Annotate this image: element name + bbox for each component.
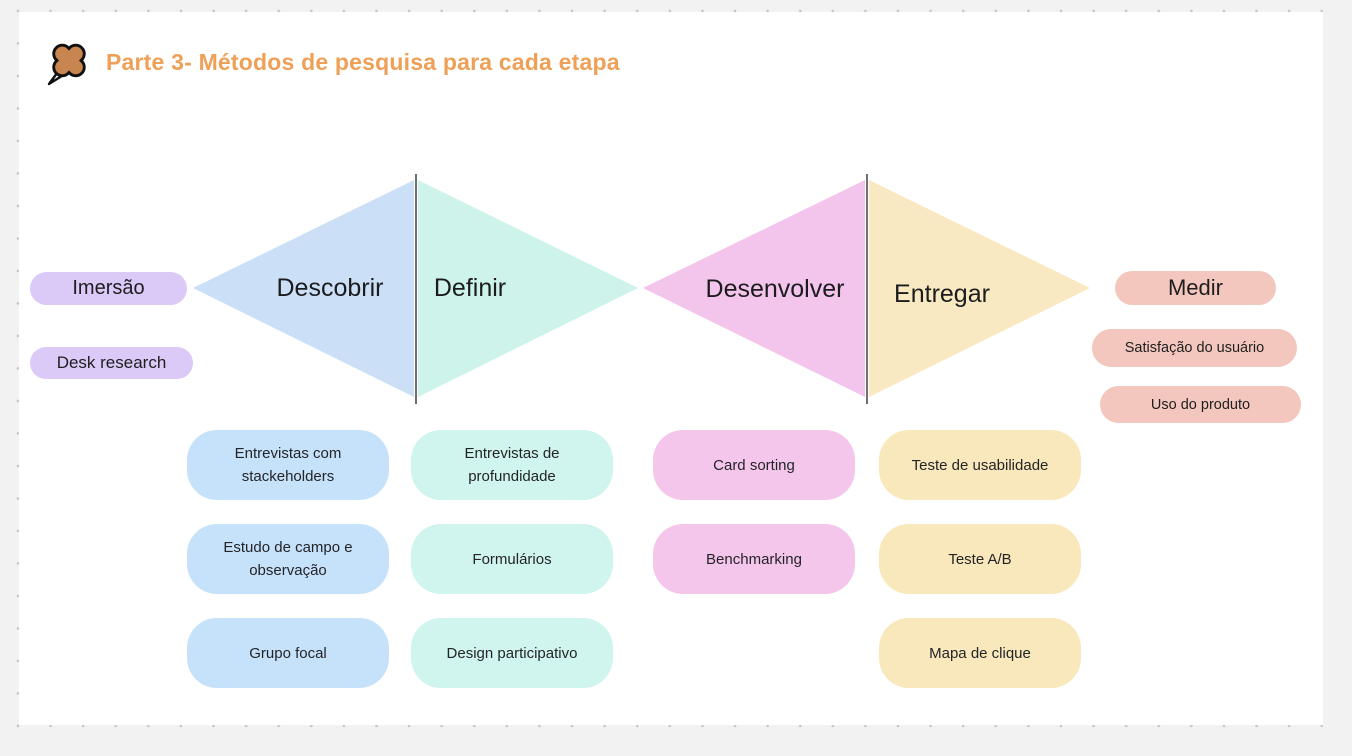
- method-card[interactable]: Entrevistas de profundidade: [411, 430, 613, 500]
- method-card[interactable]: Estudo de campo e observação: [187, 524, 389, 594]
- method-card[interactable]: Entrevistas com stackeholders: [187, 430, 389, 500]
- board-header: Parte 3- Métodos de pesquisa para cada e…: [44, 36, 620, 88]
- method-card[interactable]: Grupo focal: [187, 618, 389, 688]
- method-card-label: Design participativo: [446, 644, 578, 662]
- phase-label-descobrir: Descobrir: [276, 274, 384, 302]
- pushpin-icon: [47, 43, 86, 86]
- tag-imersao[interactable]: Imersão: [30, 272, 187, 305]
- triangle-entregar[interactable]: [869, 180, 1090, 397]
- method-card-label: Teste A/B: [948, 550, 1012, 568]
- diamond-develop-deliver[interactable]: [643, 174, 1090, 404]
- diamond-discover-define[interactable]: [193, 174, 639, 404]
- method-card-label: Grupo focal: [249, 644, 327, 662]
- method-card[interactable]: Teste A/B: [879, 524, 1081, 594]
- phase-label-desenvolver: Desenvolver: [705, 275, 845, 303]
- method-card-label: Benchmarking: [706, 550, 802, 568]
- triangle-desenvolver[interactable]: [643, 180, 865, 397]
- method-card[interactable]: Mapa de clique: [879, 618, 1081, 688]
- method-card-label: Teste de usabilidade: [911, 456, 1049, 474]
- method-card-label: Entrevistas com stackeholders: [234, 445, 342, 485]
- tag-imersao-label: Imersão: [72, 277, 145, 299]
- method-card-label: Mapa de clique: [929, 644, 1031, 662]
- page-title: Parte 3- Métodos de pesquisa para cada e…: [106, 48, 620, 75]
- method-card[interactable]: Teste de usabilidade: [879, 430, 1081, 500]
- method-card[interactable]: Design participativo: [411, 618, 613, 688]
- tag-medir-label: Medir: [1167, 275, 1223, 300]
- method-card[interactable]: Formulários: [411, 524, 613, 594]
- method-card-label: Estudo de campo e observação: [223, 539, 353, 579]
- method-card-label: Entrevistas de profundidade: [464, 445, 560, 485]
- phase-label-entregar: Entregar: [894, 280, 990, 308]
- tag-medir[interactable]: Medir: [1115, 271, 1276, 305]
- tag-satisfacao-usuario-label: Satisfação do usuário: [1124, 340, 1265, 356]
- method-card-label: Card sorting: [713, 456, 795, 474]
- tag-uso-produto[interactable]: Uso do produto: [1100, 386, 1301, 423]
- tag-desk-research-label: Desk research: [56, 353, 167, 372]
- phase-label-definir: Definir: [433, 274, 507, 302]
- triangle-descobrir[interactable]: [193, 180, 414, 397]
- method-card[interactable]: Card sorting: [653, 430, 855, 500]
- tag-satisfacao-usuario[interactable]: Satisfação do usuário: [1092, 329, 1297, 367]
- board-frame: [19, 12, 1323, 725]
- tag-uso-produto-label: Uso do produto: [1150, 396, 1251, 413]
- triangle-definir[interactable]: [418, 180, 638, 397]
- method-card[interactable]: Benchmarking: [653, 524, 855, 594]
- method-card-label: Formulários: [472, 550, 552, 568]
- tag-desk-research[interactable]: Desk research: [30, 347, 193, 379]
